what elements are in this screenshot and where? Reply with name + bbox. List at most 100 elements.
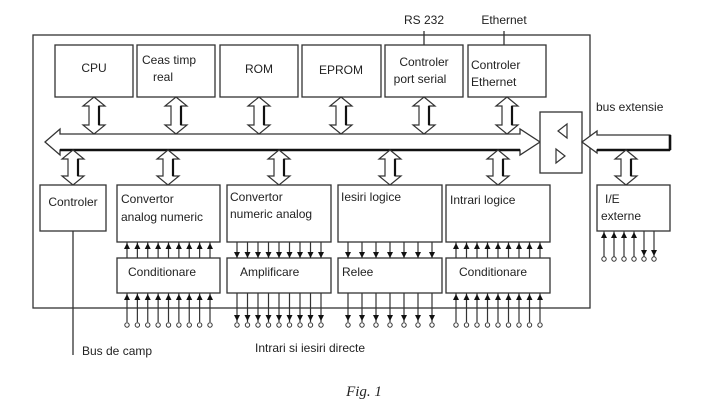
triangle-right-icon (555, 147, 566, 165)
arrow-down-icon (265, 315, 272, 321)
cond2-pins (453, 242, 543, 328)
terminal-icon (255, 322, 261, 328)
terminal-icon (516, 322, 522, 328)
arrow-down-icon (345, 252, 351, 258)
terminal-icon (124, 322, 130, 328)
terminal-icon (318, 322, 324, 328)
arrow-down-icon (234, 315, 240, 321)
dac-bus-connector (266, 149, 292, 186)
ceas-label-1: Ceas timp (142, 53, 196, 67)
iesiri-bus-connector (377, 149, 403, 186)
arrow-up-icon (537, 243, 543, 249)
arrow-down-icon (286, 252, 293, 258)
arrow-up-icon (175, 294, 182, 300)
serial-label-1: Controler (399, 55, 448, 69)
arrow-up-icon (526, 294, 533, 300)
io-externe-label-1: I/E (605, 192, 620, 206)
arrow-down-icon (373, 252, 379, 258)
arrow-up-icon (207, 294, 213, 300)
arrow-up-icon (124, 294, 130, 300)
arrow-up-icon (505, 243, 512, 249)
arrow-down-icon (234, 252, 240, 258)
terminal-icon (474, 322, 480, 328)
arrow-up-icon (516, 243, 522, 249)
relee-label: Relee (342, 265, 374, 279)
arrow-up-icon (537, 294, 543, 300)
arrow-up-icon (144, 243, 151, 249)
rom-label: ROM (245, 62, 273, 76)
arrow-down-icon (255, 252, 261, 258)
arrow-down-icon (318, 252, 324, 258)
arrow-up-icon (516, 294, 522, 300)
terminal-icon (631, 256, 637, 262)
ethernet-bus-connector (494, 96, 520, 135)
ethernet-label: Ethernet (481, 13, 527, 27)
conditionare-2-block: Conditionare (445, 257, 551, 294)
ethernet-label-1: Controler (471, 58, 520, 72)
arrow-down-icon (429, 252, 435, 258)
terminal-icon (234, 322, 240, 328)
arrow-up-icon (505, 294, 512, 300)
io-externe-label-2: externe (601, 209, 641, 223)
terminal-icon (345, 322, 351, 328)
serial-bus-connector (411, 96, 437, 135)
arrow-down-icon (387, 252, 393, 258)
arrow-down-icon (359, 315, 365, 321)
terminal-icon (244, 322, 251, 328)
terminal-icon (155, 322, 161, 328)
arrow-down-icon (318, 315, 324, 321)
digital-inputs-block: Intrari logice (445, 184, 551, 243)
intrari-bus-connector (485, 149, 511, 186)
terminal-icon (207, 322, 213, 328)
arrow-up-icon (484, 294, 491, 300)
terminal-icon (401, 322, 407, 328)
ethernet-label-2: Ethernet (471, 75, 517, 89)
arrow-up-icon (453, 243, 459, 249)
io-externe-block: I/E externe (596, 184, 671, 232)
relee-pins (345, 242, 435, 328)
rom-bus-connector (246, 96, 272, 135)
bidirectional-connectors (60, 96, 639, 186)
cpu-label: CPU (81, 61, 106, 75)
terminal-icon (537, 322, 543, 328)
arrow-down-icon (307, 252, 314, 258)
cpu-bus-connector (81, 96, 107, 135)
arrow-down-icon (255, 315, 261, 321)
arrow-down-icon (373, 315, 379, 321)
arrow-down-icon (387, 315, 393, 321)
arrow-down-icon (276, 252, 282, 258)
terminal-icon (429, 322, 435, 328)
terminal-icon (651, 256, 657, 262)
terminal-icon (484, 322, 491, 328)
arrow-up-icon (611, 232, 617, 238)
terminal-icon (453, 322, 459, 328)
arrow-up-icon (186, 243, 193, 249)
adc-block: Convertor analog numeric (116, 184, 221, 243)
arrow-down-icon (244, 252, 251, 258)
terminal-icon (621, 256, 627, 262)
conditionare-2-label: Conditionare (459, 265, 527, 279)
terminal-icon (145, 322, 151, 328)
terminal-icon (134, 322, 141, 328)
ethernet-controller-block: Controler Ethernet (467, 44, 547, 98)
eprom-label: EPROM (319, 63, 363, 77)
terminal-icon (601, 256, 607, 262)
terminal-icon (526, 322, 533, 328)
arrow-up-icon (495, 294, 501, 300)
rom-block: ROM (219, 44, 299, 98)
bus-extensie-label: bus extensie (596, 100, 664, 114)
arrow-up-icon (165, 294, 172, 300)
terminal-icon (286, 322, 293, 328)
terminal-icon (415, 322, 421, 328)
arrow-down-icon (286, 315, 293, 321)
iesiri-label: Iesiri logice (341, 190, 401, 204)
arrow-down-icon (307, 315, 314, 321)
ampl-pins (234, 242, 324, 328)
io-externe-bus-connector (613, 149, 639, 186)
arrow-up-icon (474, 243, 480, 249)
arrow-up-icon (155, 294, 162, 300)
cpu-block: CPU (54, 44, 134, 98)
system-enclosure (32, 34, 591, 309)
signal-pins (124, 231, 657, 328)
